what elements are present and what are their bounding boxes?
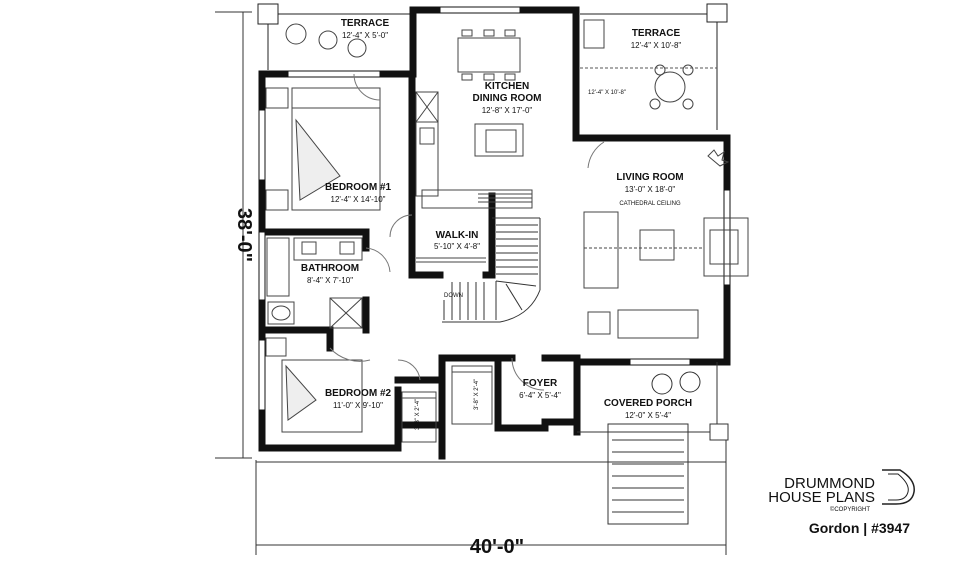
coffee-table-icon xyxy=(639,229,675,261)
round-table-icon xyxy=(654,71,686,103)
width-dimension: 40'-0" xyxy=(470,536,524,558)
nightstand-icon xyxy=(265,337,287,357)
closet-outlines xyxy=(401,365,493,443)
bed-icon xyxy=(281,359,363,433)
kitchen-dims: 12'-8" X 17'-0" xyxy=(482,106,533,115)
bed-icon xyxy=(291,87,381,211)
kitchen-stair-lines xyxy=(478,189,532,203)
chair-icon xyxy=(682,64,694,76)
cooktop-icon xyxy=(485,129,517,153)
foyer-door xyxy=(511,357,545,391)
chair-icon xyxy=(504,73,516,81)
foyer-title: FOYER xyxy=(523,378,558,389)
terrace-left-title: TERRACE xyxy=(341,18,390,29)
living-ceiling-note: CATHEDRAL CEILING xyxy=(619,201,681,207)
dining-table-icon xyxy=(457,37,521,73)
chair-icon xyxy=(483,73,495,81)
bedroom2-furniture xyxy=(265,337,421,433)
bedroom2-title: BEDROOM #2 xyxy=(325,388,392,399)
plant-icon xyxy=(707,149,730,167)
shower-icon xyxy=(329,297,363,329)
porch-chair-icon xyxy=(651,373,673,395)
chair-icon xyxy=(483,29,495,37)
plan-name: Gordon | #3947 xyxy=(809,520,910,536)
bedroom1-dims: 12'-4" X 14'-10" xyxy=(331,195,386,204)
stairs-label: DOWN xyxy=(444,293,463,299)
walkin-shelves xyxy=(389,214,486,263)
bathroom-dims: 8'-4" X 7'-10" xyxy=(307,276,353,285)
porch-chair-icon xyxy=(679,371,701,393)
sofa-icon xyxy=(617,309,699,339)
terrace-left-dims: 12'-4" X 5'-0" xyxy=(342,31,388,40)
walkin-dims: 5'-10" X 4'-8" xyxy=(434,242,480,251)
kitchen-title-2: DINING ROOM xyxy=(473,93,542,104)
depth-dimension: 38'-0" xyxy=(233,208,255,262)
terrace-lounger-icon xyxy=(583,19,605,49)
terrace-right-dims: 12'-4" X 10'-8" xyxy=(631,41,682,50)
side-table-icon xyxy=(587,311,611,335)
brand-copyright: ©COPYRIGHT xyxy=(830,506,870,513)
terrace-chair-icon xyxy=(285,23,307,45)
nightstand-icon xyxy=(265,87,289,109)
brand-logo: DRUMMOND HOUSE PLANS ©COPYRIGHT Gordon |… xyxy=(768,469,915,536)
fireplace-icon xyxy=(703,217,749,277)
foyer-dims: 6'-4" X 5'-4" xyxy=(519,391,561,400)
living-dims: 13'-0" X 18'-0" xyxy=(625,185,676,194)
counter-icon xyxy=(421,189,533,209)
walls xyxy=(258,6,731,460)
terrace-right-title: TERRACE xyxy=(632,28,681,39)
terrace-right xyxy=(580,3,728,130)
chair-icon xyxy=(461,73,473,81)
bedroom1-furniture xyxy=(265,73,381,211)
dimension-lines xyxy=(215,11,727,555)
windows xyxy=(258,6,731,411)
sink-icon xyxy=(419,127,435,145)
chair-icon xyxy=(682,98,694,110)
sofa-icon xyxy=(583,211,619,289)
toilet-icon xyxy=(267,301,295,325)
covered-porch xyxy=(577,362,729,525)
brand-line1: DRUMMOND xyxy=(784,475,875,492)
porch-dims: 12'-0" X 5'-4" xyxy=(625,411,671,420)
kitchen-island-icon xyxy=(474,123,524,157)
brand-logo-icon xyxy=(882,469,915,505)
chair-icon xyxy=(649,98,661,110)
staircase xyxy=(442,217,541,323)
front-steps xyxy=(607,423,689,525)
bedroom1-title: BEDROOM #1 xyxy=(325,182,392,193)
closet2-dims: 3'-8" X 2'-4" xyxy=(474,379,480,410)
vanity-icon xyxy=(293,237,363,261)
chair-icon xyxy=(504,29,516,37)
bathroom-fixtures xyxy=(266,237,391,329)
closet1-dims: 3'-8" X 2'-4" xyxy=(415,399,421,430)
sink-icon xyxy=(339,241,355,255)
chair-icon xyxy=(461,29,473,37)
bathroom-title: BATHROOM xyxy=(301,263,359,274)
door-swing xyxy=(353,73,381,101)
porch-title: COVERED PORCH xyxy=(604,398,692,409)
terrace-right-note: 12'-4" X 10'-8" xyxy=(588,90,626,96)
refrigerator-icon xyxy=(415,91,439,123)
walkin-title: WALK-IN xyxy=(436,230,479,241)
kitchen-furniture xyxy=(415,29,533,209)
bedroom2-dims: 11'-0" X 9'-10" xyxy=(333,401,383,410)
living-title: LIVING ROOM xyxy=(616,172,683,183)
kitchen-title-1: KITCHEN xyxy=(485,81,529,92)
chair-icon xyxy=(654,64,666,76)
living-furniture xyxy=(583,141,749,339)
bathtub-icon xyxy=(266,237,290,297)
terrace-table-icon xyxy=(318,30,338,50)
terrace-left xyxy=(257,3,410,70)
sink-icon xyxy=(301,241,317,255)
nightstand-icon xyxy=(265,189,289,211)
terrace-chair-icon xyxy=(347,38,367,58)
brand-line2: HOUSE PLANS xyxy=(768,489,875,506)
